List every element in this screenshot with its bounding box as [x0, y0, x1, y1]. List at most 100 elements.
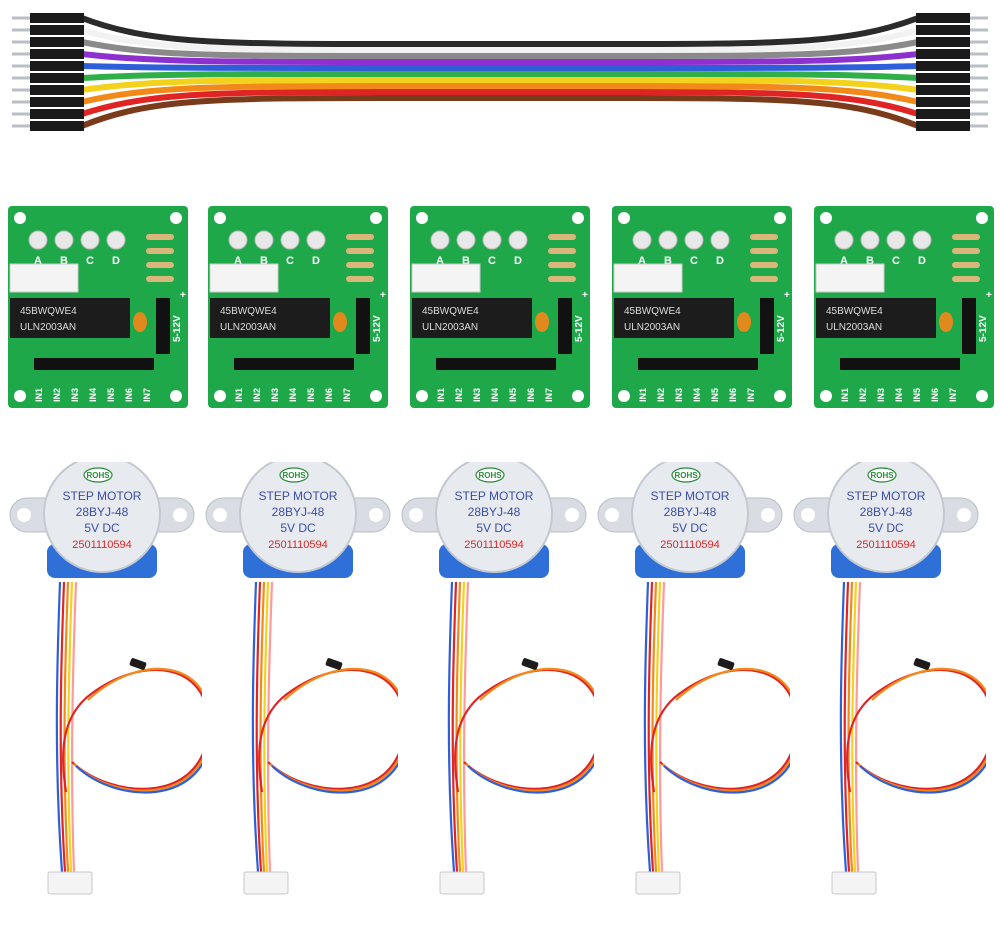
jumper-wire	[81, 27, 919, 53]
mounting-ear-hole	[565, 508, 579, 522]
metal-pin	[12, 16, 30, 20]
uln2003-driver-board: A B C D 45BWQWE4 ULN2003AN + 5-12V IN1	[612, 206, 792, 408]
led-label-c: C	[86, 255, 94, 267]
metal-pin	[12, 28, 30, 32]
metal-pin	[970, 40, 988, 44]
metal-pin	[12, 76, 30, 80]
metal-pin	[970, 52, 988, 56]
motor-connector	[815, 263, 885, 293]
pin-label-in2: IN2	[858, 388, 868, 402]
pin-label-in2: IN2	[252, 388, 262, 402]
chip-marking-top: 45BWQWE4	[422, 306, 479, 317]
pin-housing	[30, 73, 84, 83]
pin-housing	[916, 73, 970, 83]
led-label-a: A	[840, 255, 848, 267]
power-jumper	[760, 298, 774, 354]
jumper-wire	[81, 83, 919, 105]
led-label-d: D	[514, 255, 522, 267]
mounting-hole	[14, 390, 26, 402]
motor-wire-harness	[643, 581, 802, 873]
metal-pin	[12, 100, 30, 104]
mounting-ear-hole	[801, 508, 815, 522]
pin-label-in4: IN4	[88, 388, 98, 402]
metal-pin	[12, 52, 30, 56]
uln2003-chip	[210, 298, 330, 338]
mounting-hole	[214, 212, 226, 224]
heat-shrink-sleeve	[717, 658, 735, 670]
led-label-b: B	[866, 255, 874, 267]
motor-label-model: 28BYJ-48	[664, 505, 717, 519]
metal-pin	[12, 112, 30, 116]
motor-serial-number: 2501110594	[268, 539, 328, 551]
pin-housing	[916, 25, 970, 35]
mounting-ear-hole	[409, 508, 423, 522]
led-label-c: C	[690, 255, 698, 267]
led-label-a: A	[34, 255, 42, 267]
chip-part-number: ULN2003AN	[826, 322, 882, 333]
power-plus-label: +	[380, 290, 386, 301]
mounting-ear-hole	[957, 508, 971, 522]
rohs-badge	[475, 467, 505, 483]
input-header	[436, 358, 556, 370]
mounting-hole	[416, 390, 428, 402]
motor-label-line1: STEP MOTOR	[651, 489, 730, 503]
led-label-c: C	[488, 255, 496, 267]
power-plus-label: +	[180, 290, 186, 301]
pin-label-in1: IN1	[638, 388, 648, 402]
pin-housing	[30, 49, 84, 59]
power-jumper	[156, 298, 170, 354]
rohs-text: ROHS	[478, 471, 502, 480]
motor-label-voltage: 5V DC	[476, 521, 512, 535]
metal-pin	[970, 100, 988, 104]
motor-wire-harness	[251, 581, 410, 873]
led-label-b: B	[260, 255, 268, 267]
jst-connector	[47, 871, 93, 895]
28byj-48-stepper-motor: ROHS STEP MOTOR 28BYJ-48 5V DC 250111059…	[786, 455, 998, 932]
pin-housing	[30, 109, 84, 119]
chip-marking-top: 45BWQWE4	[624, 306, 681, 317]
chip-part-number: ULN2003AN	[220, 322, 276, 333]
chip-part-number: ULN2003AN	[20, 322, 76, 333]
capacitor	[535, 312, 549, 332]
metal-pin	[970, 112, 988, 116]
pin-housing	[30, 97, 84, 107]
motor-label-voltage: 5V DC	[84, 521, 120, 535]
motor-wire-harness	[55, 581, 214, 873]
power-plus-label: +	[582, 290, 588, 301]
mounting-hole	[170, 390, 182, 402]
pin-label-in3: IN3	[674, 388, 684, 402]
led-row	[430, 230, 528, 250]
pin-label-in2: IN2	[52, 388, 62, 402]
led-label-b: B	[60, 255, 68, 267]
mounting-hole	[572, 390, 584, 402]
power-voltage-label: 5-12V	[776, 315, 787, 342]
mounting-hole	[820, 212, 832, 224]
rohs-text: ROHS	[870, 471, 894, 480]
mounting-ear-hole	[761, 508, 775, 522]
power-voltage-label: 5-12V	[574, 315, 585, 342]
led-label-d: D	[312, 255, 320, 267]
pin-label-in6: IN6	[324, 388, 334, 402]
heat-shrink-sleeve	[913, 658, 931, 670]
led-row	[28, 230, 126, 250]
pin-label-in6: IN6	[728, 388, 738, 402]
pin-label-in5: IN5	[306, 388, 316, 402]
rohs-text: ROHS	[674, 471, 698, 480]
chip-marking-top: 45BWQWE4	[20, 306, 77, 317]
motor-wire-harness	[447, 581, 606, 873]
pin-label-in6: IN6	[930, 388, 940, 402]
metal-pin	[970, 124, 988, 128]
motor-label-line1: STEP MOTOR	[455, 489, 534, 503]
led-label-b: B	[664, 255, 672, 267]
mounting-hole	[618, 212, 630, 224]
motor-wire-harness	[839, 581, 998, 873]
mounting-hole	[774, 390, 786, 402]
male-header-pins-right	[916, 13, 988, 131]
dupont-jumper-cable	[12, 13, 988, 131]
pin-housing	[30, 121, 84, 131]
pin-housing	[916, 85, 970, 95]
pin-label-in1: IN1	[234, 388, 244, 402]
uln2003-chip	[614, 298, 734, 338]
pin-label-in7: IN7	[142, 388, 152, 402]
led-label-d: D	[716, 255, 724, 267]
